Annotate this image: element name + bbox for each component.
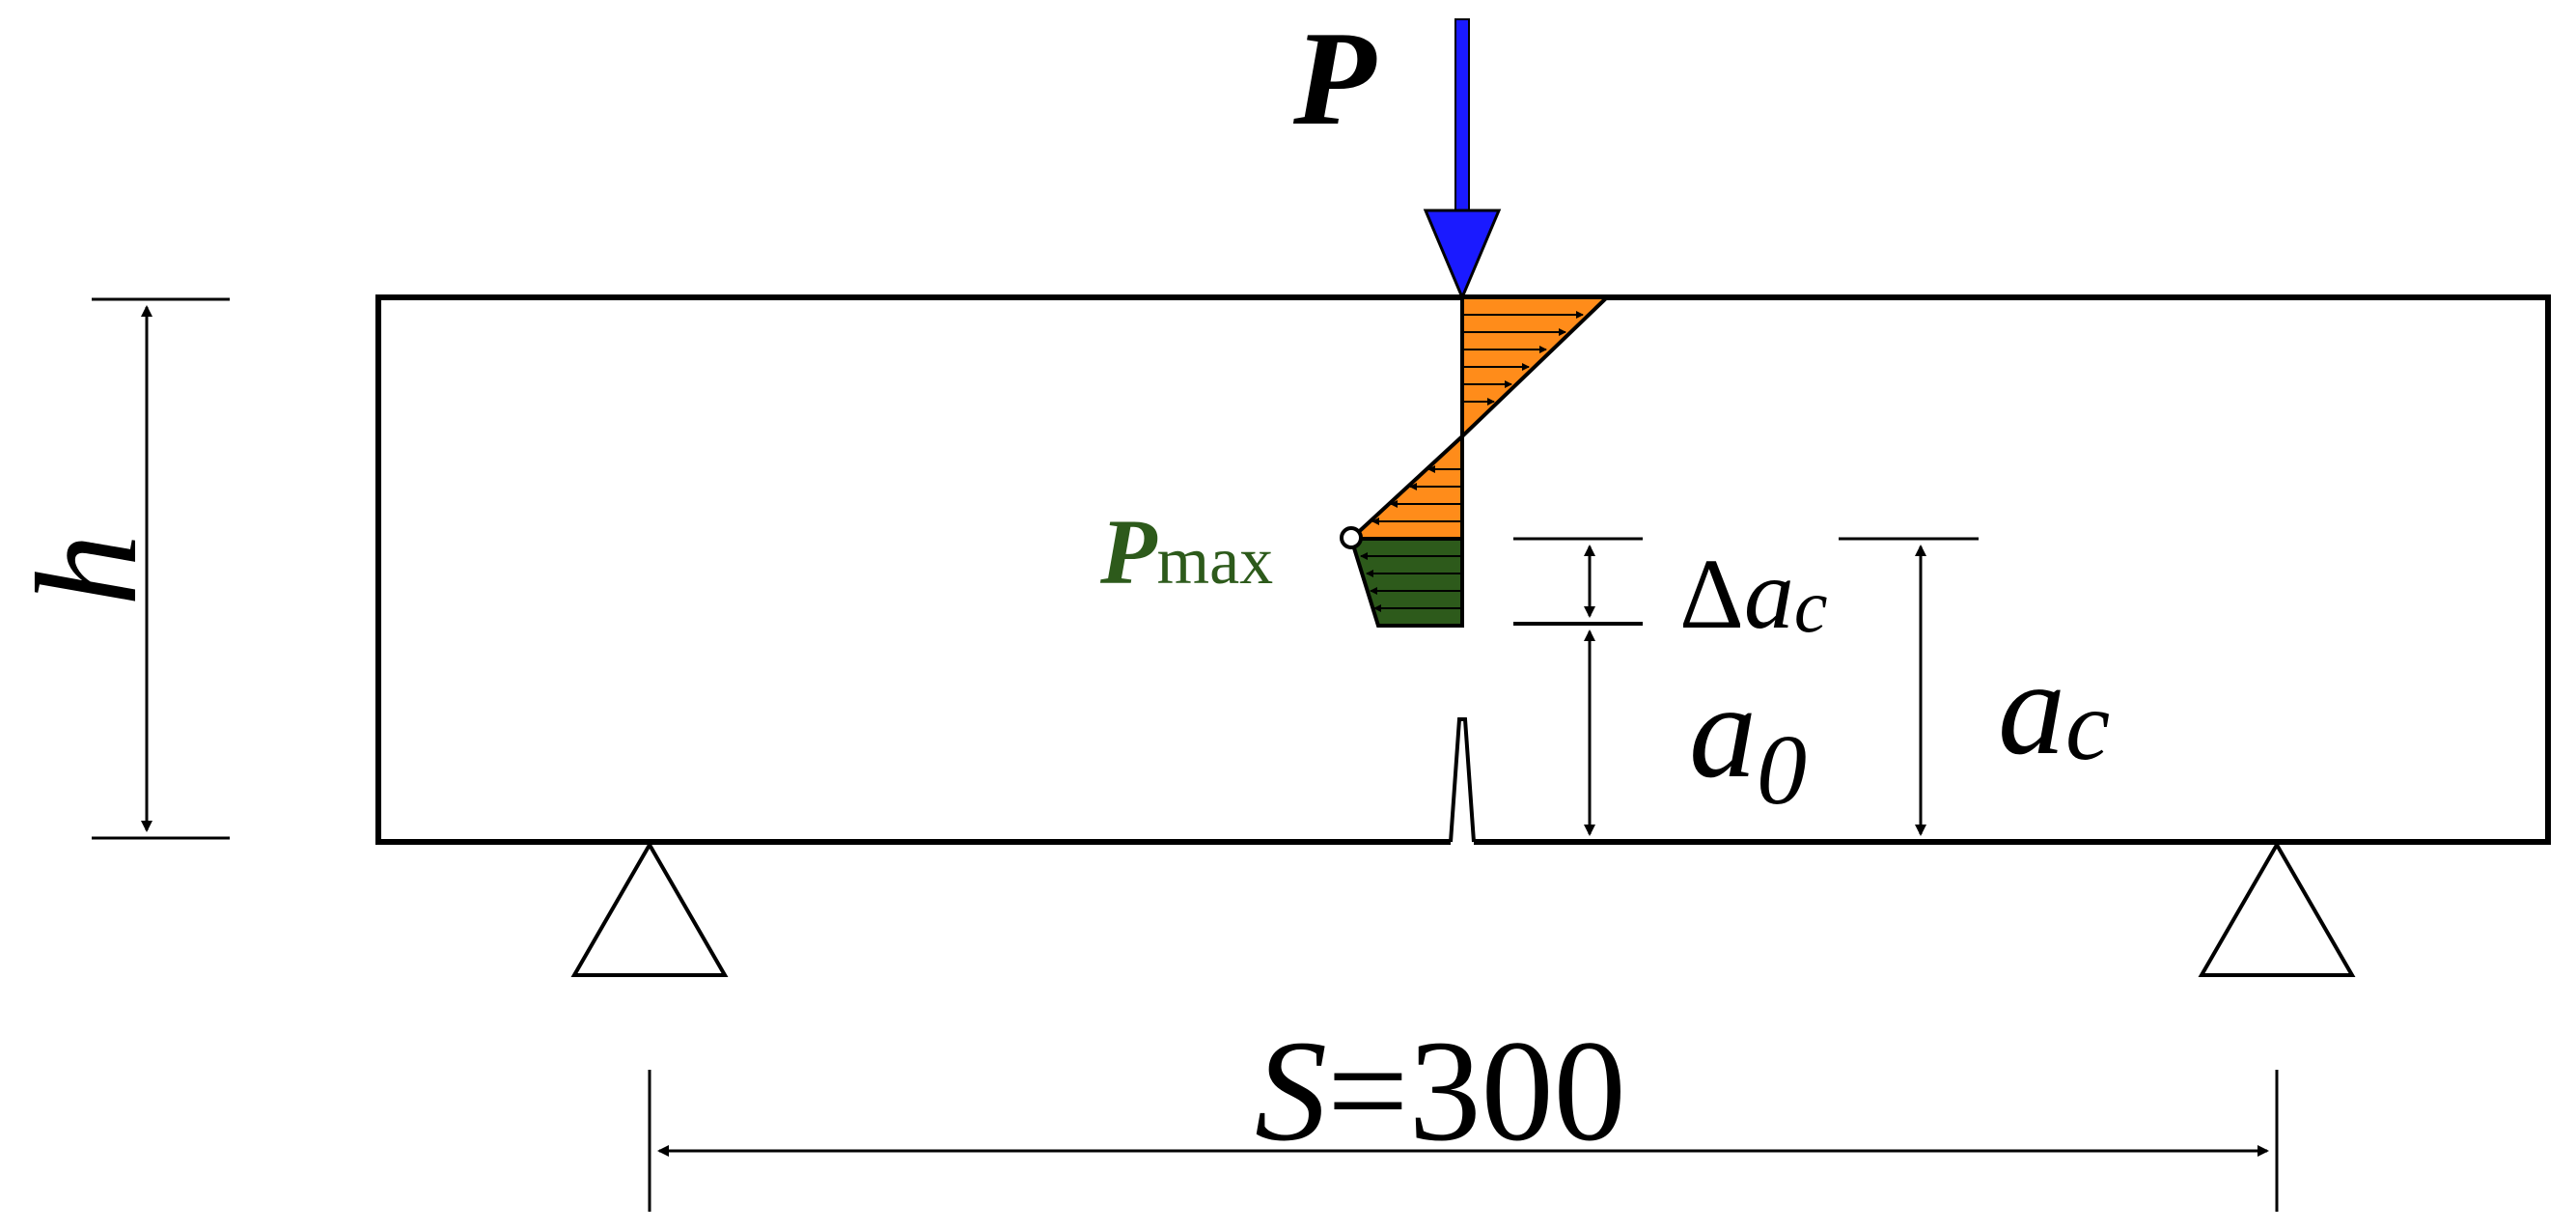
left-support (570, 841, 729, 977)
a0-label: a0 (1689, 657, 1807, 825)
compression-arrows (1464, 311, 1584, 406)
pmax-point-marker (1340, 526, 1363, 549)
load-label: P (1292, 4, 1377, 154)
ac-label: ac (1998, 633, 2110, 783)
span-dimension (648, 1070, 2279, 1212)
delta-ac-label: Δac (1679, 539, 1828, 650)
beam-right-half (1462, 294, 2551, 845)
tension-arrows (1371, 465, 1460, 525)
cohesive-arrows (1360, 552, 1460, 612)
load-arrow-shaft (1454, 18, 1470, 213)
right-support (2198, 841, 2356, 977)
load-arrow (1423, 18, 1502, 301)
beam (375, 294, 2551, 845)
height-label: h (7, 534, 167, 606)
load-arrow-head (1423, 209, 1502, 301)
span-label: S=300 (1255, 1011, 1626, 1171)
pmax-label: Pmax (1099, 500, 1273, 603)
initial-notch (1449, 717, 1476, 843)
stress-distribution (1340, 295, 1612, 628)
beam-left-half (375, 294, 1462, 845)
height-dimension (92, 297, 230, 840)
cohesive-stress-zone (1348, 537, 1464, 628)
crack-dimensions (1513, 537, 1979, 836)
